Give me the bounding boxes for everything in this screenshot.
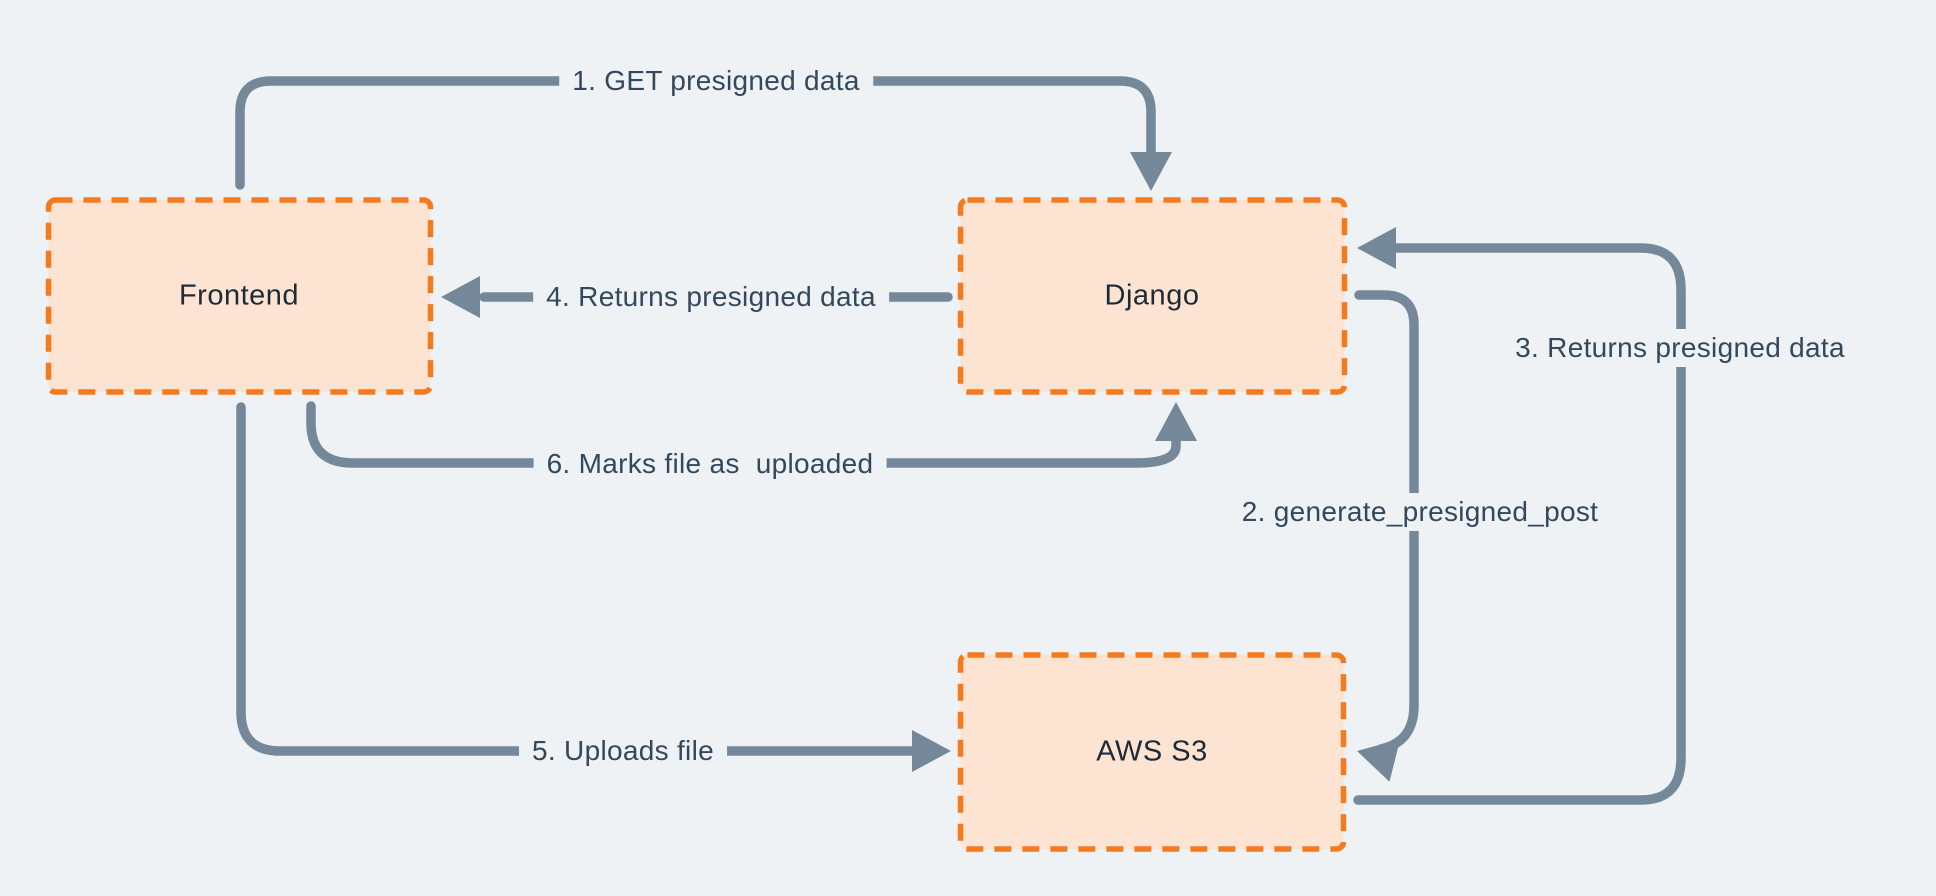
edge-6-label: 6. Marks file as uploaded bbox=[533, 445, 887, 483]
edge-5-arrowhead bbox=[912, 730, 951, 772]
aws-s3-node-box bbox=[957, 652, 1347, 852]
django-node-label: Django bbox=[1104, 279, 1200, 312]
edge-3-returns-presigned-data-line bbox=[1353, 243, 1686, 805]
edge-2-arrowhead bbox=[1357, 739, 1401, 782]
edge-2-label: 2. generate_presigned_post bbox=[1228, 493, 1612, 531]
edge-4-label: 4. Returns presigned data bbox=[533, 278, 889, 316]
edge-1-arrowhead bbox=[1130, 152, 1172, 191]
edge-6-arrowhead bbox=[1155, 402, 1197, 441]
edge-3-arrowhead bbox=[1357, 227, 1396, 269]
frontend-node-label: Frontend bbox=[178, 279, 300, 312]
aws-s3-node-label: AWS S3 bbox=[1096, 735, 1208, 768]
edge-4-arrowhead bbox=[441, 276, 480, 318]
frontend-node-box bbox=[45, 197, 434, 395]
edge-6-marks-file-uploaded-line bbox=[306, 401, 1181, 468]
edge-5-uploads-file-line bbox=[236, 402, 919, 756]
edge-3-label: 3. Returns presigned data bbox=[1502, 329, 1858, 367]
django-node-box bbox=[957, 197, 1348, 395]
edge-1-label: 1. GET presigned data bbox=[559, 62, 873, 100]
edge-5-label: 5. Uploads file bbox=[519, 732, 727, 770]
